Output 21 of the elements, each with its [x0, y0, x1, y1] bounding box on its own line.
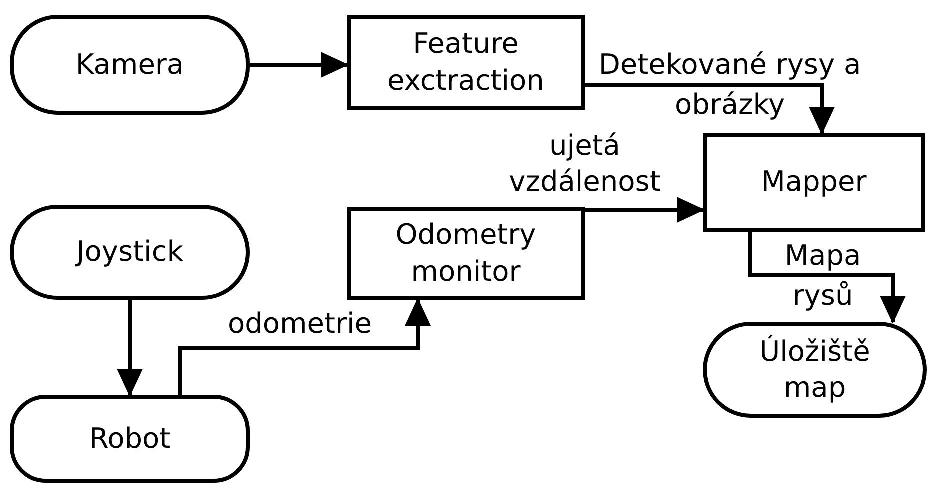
process-box — [347, 207, 585, 300]
node-label: Robot — [89, 420, 171, 457]
arrow — [585, 197, 705, 223]
node-label: Mapper — [761, 164, 867, 200]
arrow — [117, 300, 143, 397]
process-box — [703, 133, 925, 232]
node-label: Feature exctraction — [386, 26, 546, 98]
arrow — [748, 232, 906, 324]
edge-label: Mapa rysů — [784, 238, 862, 314]
arrow — [178, 298, 431, 395]
node-label: Joystick — [76, 234, 184, 270]
node-label: Úložiště map — [758, 334, 872, 406]
edge-label: ujetá vzdálenost — [508, 128, 662, 200]
node-label: Odometry monitor — [394, 217, 538, 290]
rounded-box — [10, 395, 250, 483]
process-box — [347, 15, 585, 110]
arrow — [585, 83, 835, 135]
edge-label: odometrie — [226, 306, 374, 342]
node-label: Kamera — [76, 46, 184, 83]
arrow — [250, 52, 349, 78]
edge-label: Detekované rysy a obrázky — [598, 47, 862, 123]
